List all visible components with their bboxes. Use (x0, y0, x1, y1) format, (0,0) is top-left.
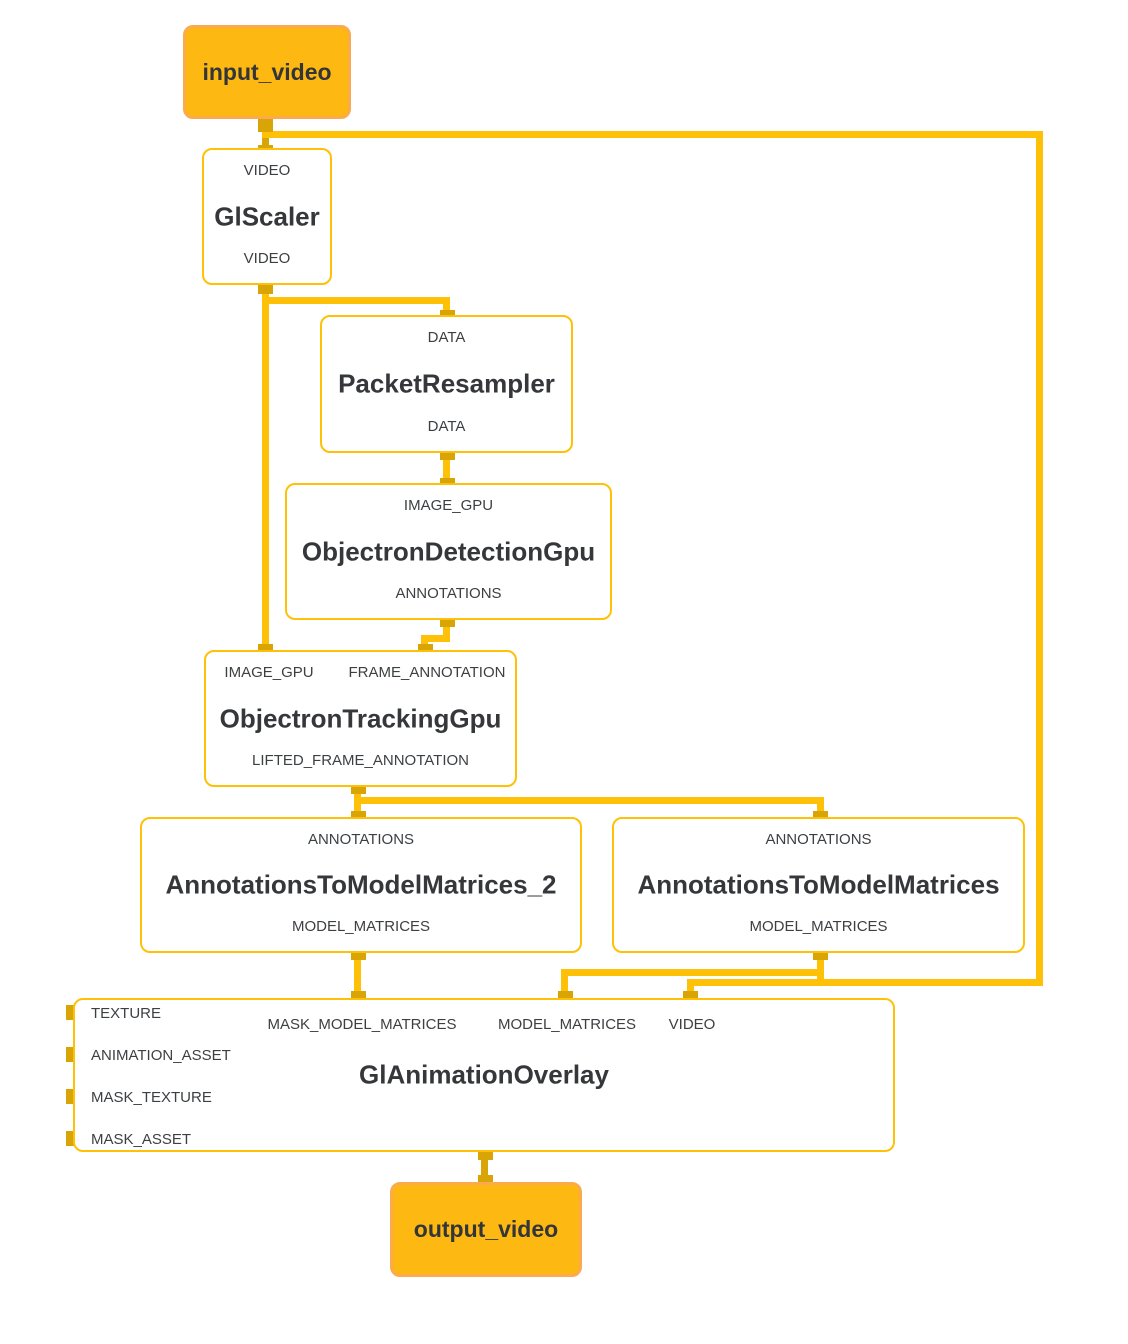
port-label-data-in: DATA (427, 329, 466, 346)
node-annotations-to-model-matrices-2[interactable]: ANNOTATIONS AnnotationsToModelMatrices_2… (140, 817, 582, 953)
edge-tracking-to-atm-h (354, 797, 824, 804)
edge-detection-to-tracking-h (421, 635, 450, 642)
port-label-video-in: VIDEO (668, 1016, 716, 1033)
node-title: GlScaler (214, 201, 320, 231)
port-label-video-out: VIDEO (243, 250, 291, 267)
edge-atm2-to-overlay (354, 950, 361, 1006)
port-inputvideo-out (258, 117, 273, 132)
edge-atm-to-overlay-v1 (817, 950, 824, 979)
node-gl-animation-overlay[interactable]: MASK_MODEL_MATRICES MODEL_MATRICES VIDEO… (73, 998, 895, 1152)
port-label-annotations-in: ANNOTATIONS (307, 831, 415, 848)
port-label-annotations-in: ANNOTATIONS (765, 831, 872, 848)
port-label-animationasset-in: ANIMATION_ASSET (91, 1047, 231, 1064)
port-label-maskasset-in: MASK_ASSET (91, 1131, 192, 1148)
node-annotations-to-model-matrices[interactable]: ANNOTATIONS AnnotationsToModelMatrices M… (612, 817, 1025, 953)
port-label-modelmatrices-out: MODEL_MATRICES (749, 918, 888, 935)
port-label-frameannotation-in: FRAME_ANNOTATION (348, 664, 506, 681)
port-label-imagegpu-in: IMAGE_GPU (403, 497, 494, 514)
edge-overlay-to-outputvideo (481, 1152, 488, 1182)
port-label-maskmodelmatrices-in: MASK_MODEL_MATRICES (267, 1016, 457, 1033)
edge-inputvideo-to-glscaler (262, 122, 269, 154)
port-label-data-out: DATA (427, 418, 466, 435)
edge-detection-to-tracking-v1 (443, 617, 450, 642)
port-label-annotations-out: ANNOTATIONS (395, 585, 502, 602)
edge-inputvideo-to-video-h1 (262, 131, 1043, 138)
edge-glscaler-to-tracking (262, 285, 269, 651)
node-title: AnnotationsToModelMatrices (637, 869, 1000, 900)
port-label-imagegpu-in: IMAGE_GPU (224, 664, 314, 681)
node-title: AnnotationsToModelMatrices_2 (165, 869, 557, 900)
port-label-modelmatrices-in: MODEL_MATRICES (497, 1016, 637, 1033)
port-label-modelmatrices-out: MODEL_MATRICES (291, 918, 431, 935)
node-objectron-tracking-gpu[interactable]: IMAGE_GPU FRAME_ANNOTATION ObjectronTrac… (204, 650, 517, 787)
node-title: PacketResampler (338, 368, 555, 399)
node-title: ObjectronTrackingGpu (219, 703, 502, 733)
node-input-video[interactable]: input_video (183, 25, 351, 119)
edge-inputvideo-to-video-h2 (687, 979, 1043, 986)
edge-inputvideo-to-video-v1 (1036, 131, 1043, 986)
edge-glscaler-to-resampler-h (262, 297, 450, 304)
node-output-video[interactable]: output_video (390, 1182, 582, 1277)
edge-resampler-to-detection (443, 450, 450, 488)
port-label-video-in: VIDEO (243, 162, 291, 179)
port-label-lifted-out: LIFTED_FRAME_ANNOTATION (252, 752, 469, 769)
node-title: input_video (202, 58, 332, 85)
node-objectron-detection-gpu[interactable]: IMAGE_GPU ObjectronDetectionGpu ANNOTATI… (285, 483, 612, 620)
node-title: ObjectronDetectionGpu (301, 536, 596, 566)
edge-tracking-to-atm-v (817, 797, 824, 824)
edge-atm-to-overlay-v2 (561, 969, 568, 1006)
node-title: output_video (413, 1216, 559, 1242)
node-packet-resampler[interactable]: DATA PacketResampler DATA (320, 315, 573, 453)
edge-atm-to-overlay-h (561, 969, 824, 976)
port-label-masktexture-in: MASK_TEXTURE (91, 1089, 212, 1106)
node-title: GlAnimationOverlay (359, 1059, 609, 1090)
port-label-texture-in: TEXTURE (91, 1005, 162, 1022)
node-glscaler[interactable]: VIDEO GlScaler VIDEO (202, 148, 332, 285)
